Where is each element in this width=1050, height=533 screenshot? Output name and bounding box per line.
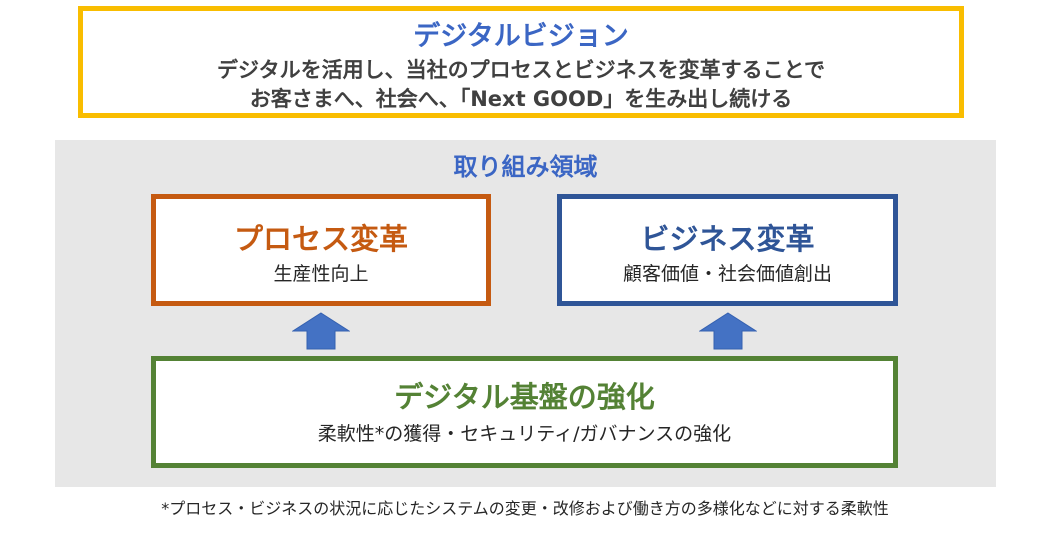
digital-foundation-subtitle: 柔軟性*の獲得・セキュリティ/ガバナンスの強化: [317, 423, 732, 445]
business-transformation-title: ビジネス変革: [640, 222, 815, 256]
up-arrow-icon: [699, 312, 757, 350]
process-transformation-card: プロセス変革 生産性向上: [151, 194, 491, 306]
process-transformation-title: プロセス変革: [233, 222, 408, 256]
digital-vision-statement-line-2: お客さまへ、社会へ、「Next GOOD」を生み出し続ける: [249, 87, 793, 111]
business-transformation-card: ビジネス変革 顧客価値・社会価値創出: [557, 194, 898, 306]
up-arrow-icon: [292, 312, 350, 350]
focus-areas-title: 取り組み領域: [453, 153, 598, 181]
digital-foundation-card: デジタル基盤の強化 柔軟性*の獲得・セキュリティ/ガバナンスの強化: [151, 356, 898, 468]
digital-vision-box: デジタルビジョン デジタルを活用し、当社のプロセスとビジネスを変革することで お…: [78, 6, 964, 118]
footnote: *プロセス・ビジネスの状況に応じたシステムの変更・改修および働き方の多様化などに…: [161, 499, 889, 518]
business-transformation-subtitle: 顧客価値・社会価値創出: [622, 263, 832, 285]
digital-foundation-title: デジタル基盤の強化: [394, 380, 655, 414]
focus-areas-panel: 取り組み領域 プロセス変革 生産性向上 ビジネス変革 顧客価値・社会価値創出 デ…: [55, 140, 996, 487]
process-transformation-subtitle: 生産性向上: [273, 263, 369, 285]
digital-vision-statement-line-1: デジタルを活用し、当社のプロセスとビジネスを変革することで: [217, 58, 825, 82]
digital-vision-title: デジタルビジョン: [413, 21, 629, 52]
